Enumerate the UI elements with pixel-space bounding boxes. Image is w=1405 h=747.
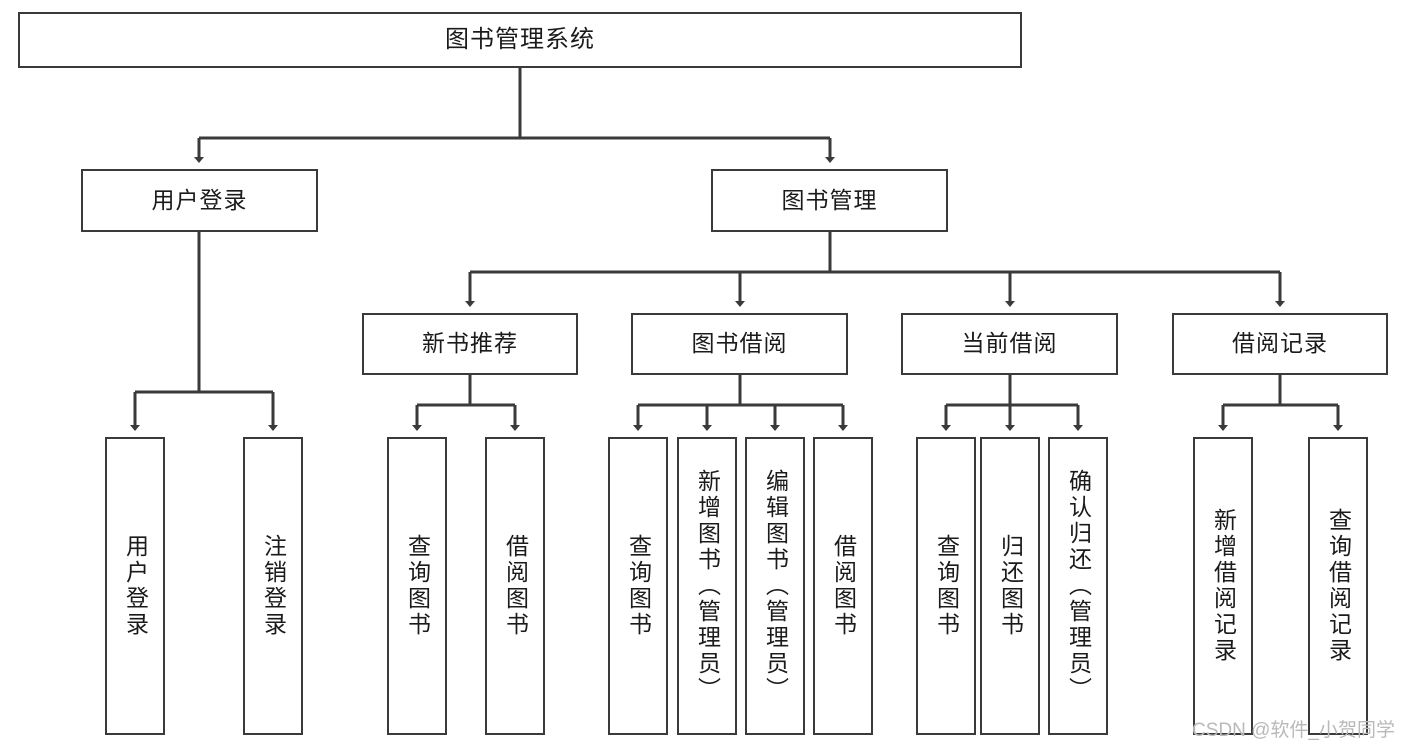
node-label: 借阅图书 <box>830 534 857 638</box>
node-label: 用户登录 <box>151 186 248 213</box>
leaf-logout[interactable]: 注销登录 <box>243 437 303 735</box>
leaf-edit-book-admin[interactable]: 编辑图书（管理员） <box>745 437 805 735</box>
node-label: 新增图书（管理员） <box>694 469 721 703</box>
node-label: 新增借阅记录 <box>1210 508 1237 664</box>
node-label: 图书借阅 <box>691 330 788 357</box>
node-label: 查询图书 <box>933 534 960 638</box>
node-label: 查询图书 <box>404 534 431 638</box>
leaf-query-book-current[interactable]: 查询图书 <box>916 437 976 735</box>
node-label: 查询借阅记录 <box>1325 508 1352 664</box>
node-book-borrow[interactable]: 图书借阅 <box>631 313 848 375</box>
node-new-book-recommend[interactable]: 新书推荐 <box>362 313 578 375</box>
leaf-user-login[interactable]: 用户登录 <box>105 437 165 735</box>
leaf-add-book-admin[interactable]: 新增图书（管理员） <box>677 437 737 735</box>
node-root[interactable]: 图书管理系统 <box>18 12 1022 68</box>
leaf-add-borrow-record[interactable]: 新增借阅记录 <box>1193 437 1253 735</box>
leaf-borrow-book-recommend[interactable]: 借阅图书 <box>485 437 545 735</box>
leaf-query-book-borrow[interactable]: 查询图书 <box>608 437 668 735</box>
node-label: 注销登录 <box>260 534 287 638</box>
leaf-query-borrow-record[interactable]: 查询借阅记录 <box>1308 437 1368 735</box>
node-label: 借阅记录 <box>1232 330 1328 357</box>
node-book-management[interactable]: 图书管理 <box>711 169 948 232</box>
node-label: 当前借阅 <box>961 330 1058 357</box>
leaf-return-book[interactable]: 归还图书 <box>980 437 1040 735</box>
leaf-query-book-recommend[interactable]: 查询图书 <box>387 437 447 735</box>
node-borrow-record[interactable]: 借阅记录 <box>1172 313 1388 375</box>
node-label: 用户登录 <box>122 534 149 638</box>
node-label: 归还图书 <box>997 534 1024 638</box>
node-current-borrow[interactable]: 当前借阅 <box>901 313 1118 375</box>
leaf-borrow-book[interactable]: 借阅图书 <box>813 437 873 735</box>
leaf-confirm-return-admin[interactable]: 确认归还（管理员） <box>1048 437 1108 735</box>
node-label: 查询图书 <box>625 534 652 638</box>
node-label: 编辑图书（管理员） <box>762 469 789 703</box>
node-user-login[interactable]: 用户登录 <box>81 169 318 232</box>
node-label: 图书管理 <box>781 186 878 213</box>
node-label: 借阅图书 <box>502 534 529 638</box>
node-label: 图书管理系统 <box>445 25 595 53</box>
node-label: 新书推荐 <box>422 330 518 357</box>
watermark: CSDN @软件_小贺同学 <box>1192 720 1395 741</box>
node-label: 确认归还（管理员） <box>1065 469 1092 703</box>
